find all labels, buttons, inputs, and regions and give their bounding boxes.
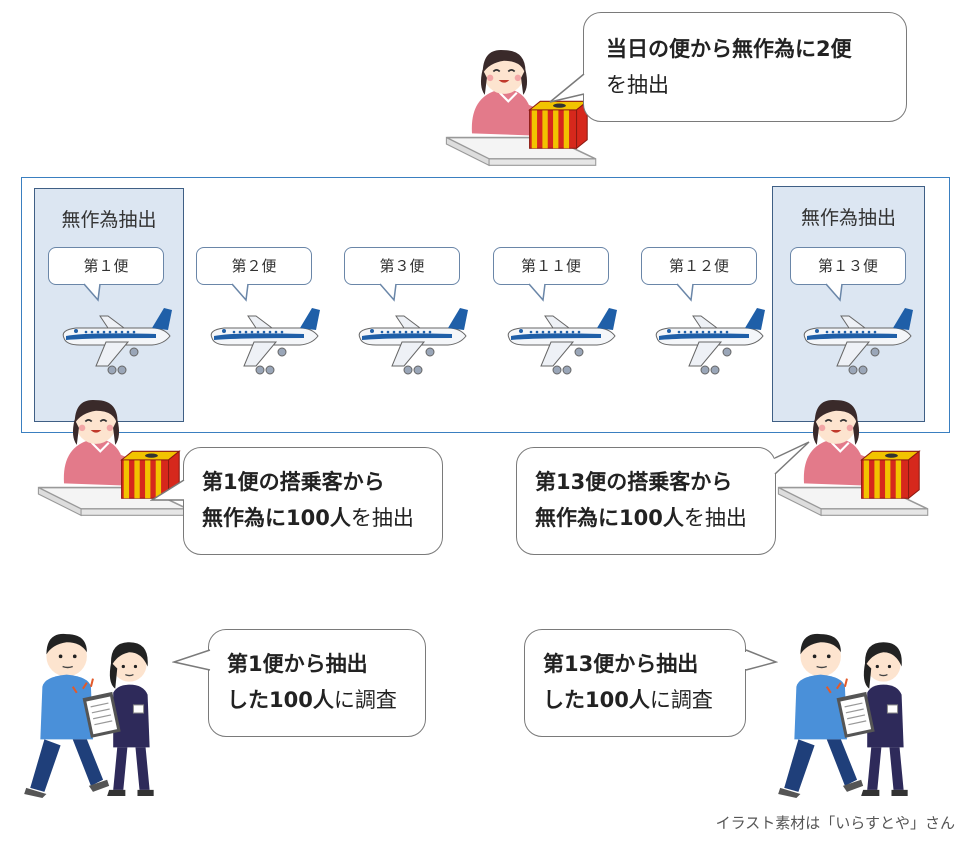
bottom-left-bubble-tail: [172, 649, 212, 671]
mid-right-line2-rest: を抽出: [683, 506, 747, 530]
top-bubble-tail: [549, 73, 587, 103]
airplane-icon-11: [500, 298, 622, 378]
mid-left-line1: 第1便の搭乗客から: [202, 470, 385, 494]
top-speech-bubble: 当日の便から無作為に2便 を抽出: [583, 12, 907, 122]
bottom-left-line2-bold: した100人: [227, 688, 334, 712]
flight-label-11: 第１１便: [493, 247, 609, 285]
bottom-left-speech-bubble: 第1便から抽出 した100人に調査: [208, 629, 426, 737]
flight-label-3: 第３便: [344, 247, 460, 285]
mid-right-bubble-tail: [773, 441, 810, 475]
mid-left-speech-bubble: 第1便の搭乗客から 無作為に100人を抽出: [183, 447, 443, 555]
airplane-icon-2: [203, 298, 325, 378]
mid-right-line2-bold: 無作為に100人: [535, 506, 684, 530]
surveyor-pair-left: [18, 626, 174, 798]
flight-label-2: 第２便: [196, 247, 312, 285]
mid-right-speech-bubble: 第13便の搭乗客から 無作為に100人を抽出: [516, 447, 776, 555]
panel-title-left: 無作為抽出: [61, 209, 157, 231]
illustration-credit: イラスト素材は「いらすとや」さん: [715, 814, 955, 832]
bottom-right-speech-bubble: 第13便から抽出 した100人に調査: [524, 629, 746, 737]
panel-title-right: 無作為抽出: [800, 207, 896, 229]
bottom-right-line2-bold: した100人: [543, 688, 650, 712]
top-bubble-line1: 当日の便から無作為に2便: [606, 37, 852, 61]
flight-bubble-tails: [83, 283, 843, 302]
flights-frame: [21, 177, 950, 433]
airplane-icon-3: [351, 298, 473, 378]
flight-label-13: 第１３便: [790, 247, 906, 285]
mid-left-line2-bold: 無作為に100人: [202, 506, 351, 530]
flight-label-1: 第１便: [48, 247, 164, 285]
airplane-icon-1: [55, 298, 177, 378]
bottom-left-line1: 第1便から抽出: [227, 652, 368, 676]
random-sample-panel-left: 無作為抽出: [34, 188, 184, 422]
mid-right-line1: 第13便の搭乗客から: [535, 470, 733, 494]
bottom-left-line2-rest: に調査: [333, 688, 397, 712]
top-bubble-line2: を抽出: [606, 73, 669, 97]
mid-left-bubble-tail: [150, 479, 186, 501]
bottom-right-bubble-tail: [744, 649, 778, 671]
mid-left-line2-rest: を抽出: [350, 506, 414, 530]
airplane-icon-12: [648, 298, 770, 378]
airplane-icon-13: [796, 298, 918, 378]
flight-label-12: 第１２便: [641, 247, 757, 285]
bottom-right-line2-rest: に調査: [649, 688, 713, 712]
bottom-right-line1: 第13便から抽出: [543, 652, 699, 676]
random-sample-panel-right: 無作為抽出: [772, 186, 925, 422]
surveyor-pair-right: [772, 626, 928, 798]
